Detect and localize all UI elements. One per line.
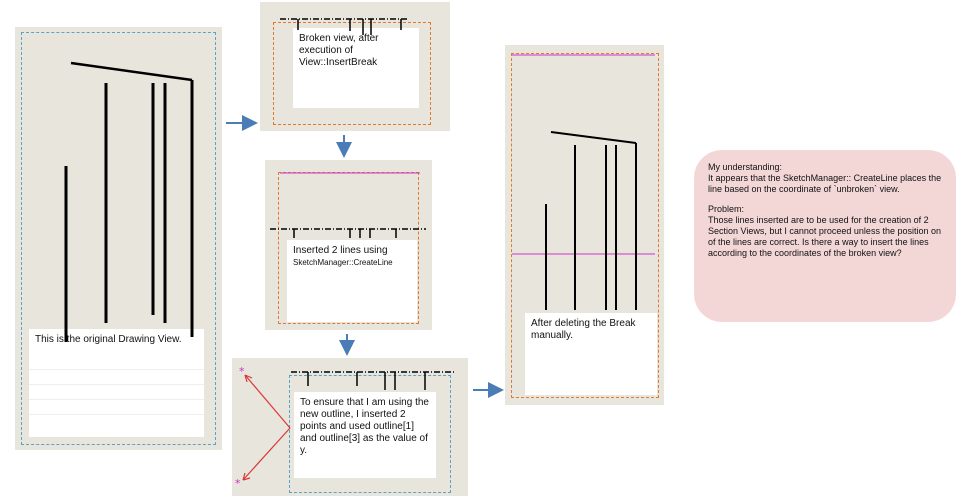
problem-text: Those lines inserted are to be used for …	[708, 215, 941, 258]
broken-view-border	[273, 22, 431, 125]
point-marker-bottom: *	[235, 477, 241, 490]
inserted-lines-note-line2: SketchManager::CreateLine	[293, 258, 393, 267]
new-outline-note: To ensure that I am using the new outlin…	[294, 392, 436, 478]
original-view-note: This is the original Drawing View.	[29, 329, 204, 437]
after-delete-note: After deleting the Break manually.	[525, 313, 657, 395]
new-outline-note-text: To ensure that I am using the new outlin…	[300, 397, 429, 456]
understanding-heading: My understanding:	[708, 162, 783, 172]
inserted-lines-geometry	[270, 172, 426, 238]
new-outline-border	[289, 375, 451, 493]
inserted-lines-panel: Inserted 2 lines using SketchManager::Cr…	[265, 160, 432, 330]
broken-view-note-text: Broken view, after execution of View::In…	[299, 33, 379, 68]
inserted-lines-note: Inserted 2 lines using SketchManager::Cr…	[287, 240, 417, 322]
original-view-lines	[64, 61, 194, 342]
inserted-lines-note-line1: Inserted 2 lines using	[293, 245, 388, 256]
original-view-panel: This is the original Drawing View.	[15, 27, 222, 450]
new-outline-panel: To ensure that I am using the new outlin…	[232, 358, 468, 496]
after-delete-panel: After deleting the Break manually.	[505, 45, 664, 405]
after-delete-geometry	[512, 54, 655, 310]
broken-view-note: Broken view, after execution of View::In…	[293, 28, 419, 108]
after-delete-border	[511, 53, 659, 398]
problem-heading: Problem:	[708, 204, 745, 214]
broken-view-panel: Broken view, after execution of View::In…	[260, 2, 450, 131]
understanding-text: It appears that the SketchManager:: Crea…	[708, 173, 942, 194]
after-delete-note-text: After deleting the Break manually.	[531, 318, 636, 341]
original-view-note-text: This is the original Drawing View.	[35, 334, 182, 345]
new-outline-geometry	[242, 371, 456, 481]
broken-view-lines	[280, 18, 408, 35]
explanation-bubble: My understanding: It appears that the Sk…	[694, 150, 956, 322]
point-marker-top: *	[239, 365, 245, 378]
original-view-border	[21, 32, 216, 445]
flow-arrows	[226, 115, 504, 398]
